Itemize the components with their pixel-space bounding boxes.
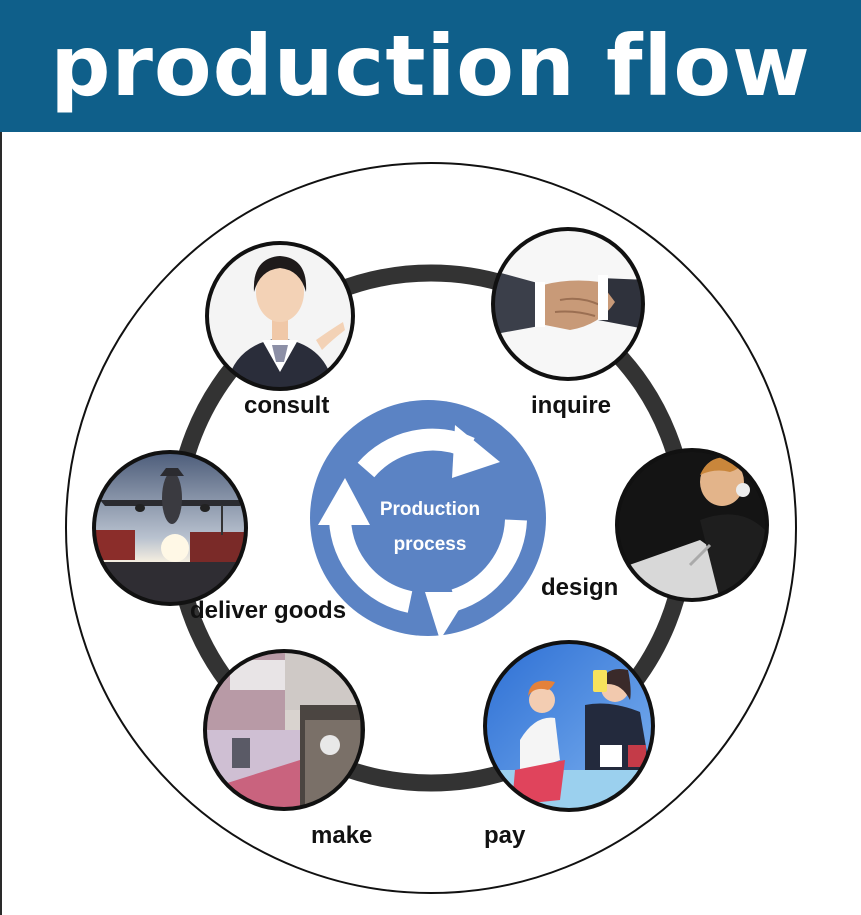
step-label-consult: consult [244,392,330,419]
center-label-line2: process [393,534,467,555]
step-label-pay: pay [484,822,526,849]
outer-circle [65,162,797,894]
sewing-icon [203,649,365,811]
center-label-line1: Production [379,499,481,520]
step-label-deliver-goods: deliver goods [190,597,347,624]
operator-icon [205,241,355,391]
left-border [0,132,2,915]
page-title: production flow [50,17,811,115]
header-banner: production flow [0,0,861,132]
step-label-make: make [311,822,373,849]
handshake-icon [491,227,645,381]
airplane-icon [92,450,248,606]
payment-icon [483,640,655,812]
step-label-inquire: inquire [531,392,612,419]
step-label-design: design [541,574,619,601]
designer-icon [615,448,769,602]
